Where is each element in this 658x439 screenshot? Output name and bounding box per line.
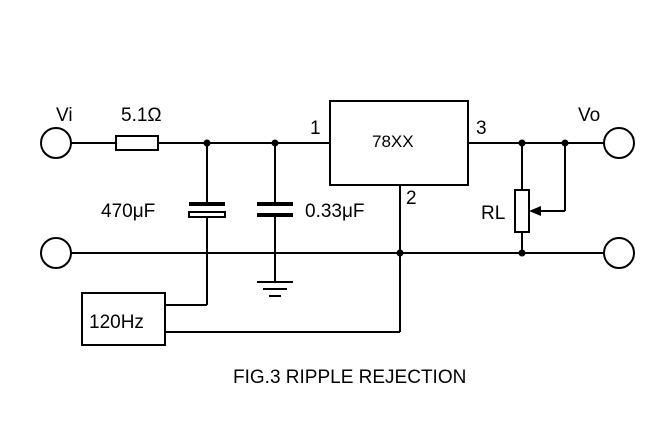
cap-470uf-plate-bottom xyxy=(188,211,226,218)
resistor-5-1-ohm xyxy=(115,135,159,151)
label-pin1: 1 xyxy=(310,118,321,139)
label-pin3: 3 xyxy=(476,118,487,139)
label-vo: Vo xyxy=(578,105,600,126)
regulator-78xx xyxy=(329,100,469,186)
terminal-vo xyxy=(603,127,635,159)
label-cap-small: 0.33μF xyxy=(305,201,365,222)
figure-caption: FIG.3 RIPPLE REJECTION xyxy=(233,367,466,388)
wiper-arrow-icon xyxy=(529,206,541,216)
junction-dot xyxy=(518,249,526,257)
terminal-ground-left xyxy=(40,237,72,269)
terminal-ground-right xyxy=(603,237,635,269)
junction-dot xyxy=(561,139,569,147)
junction-dot xyxy=(396,249,404,257)
label-rl: RL xyxy=(481,203,505,224)
ground-icon xyxy=(257,281,293,297)
junction-dot xyxy=(271,139,279,147)
terminal-vi xyxy=(40,127,72,159)
label-resistor: 5.1Ω xyxy=(121,105,162,126)
junction-dot xyxy=(518,139,526,147)
junction-dot xyxy=(203,139,211,147)
label-regulator: 78XX xyxy=(372,132,414,151)
label-source: 120Hz xyxy=(89,312,144,333)
potentiometer-rl xyxy=(514,189,530,233)
label-vi: Vi xyxy=(56,105,73,126)
ac-source-120hz xyxy=(81,292,166,346)
label-cap-large: 470μF xyxy=(101,201,155,222)
label-pin2: 2 xyxy=(406,188,417,209)
